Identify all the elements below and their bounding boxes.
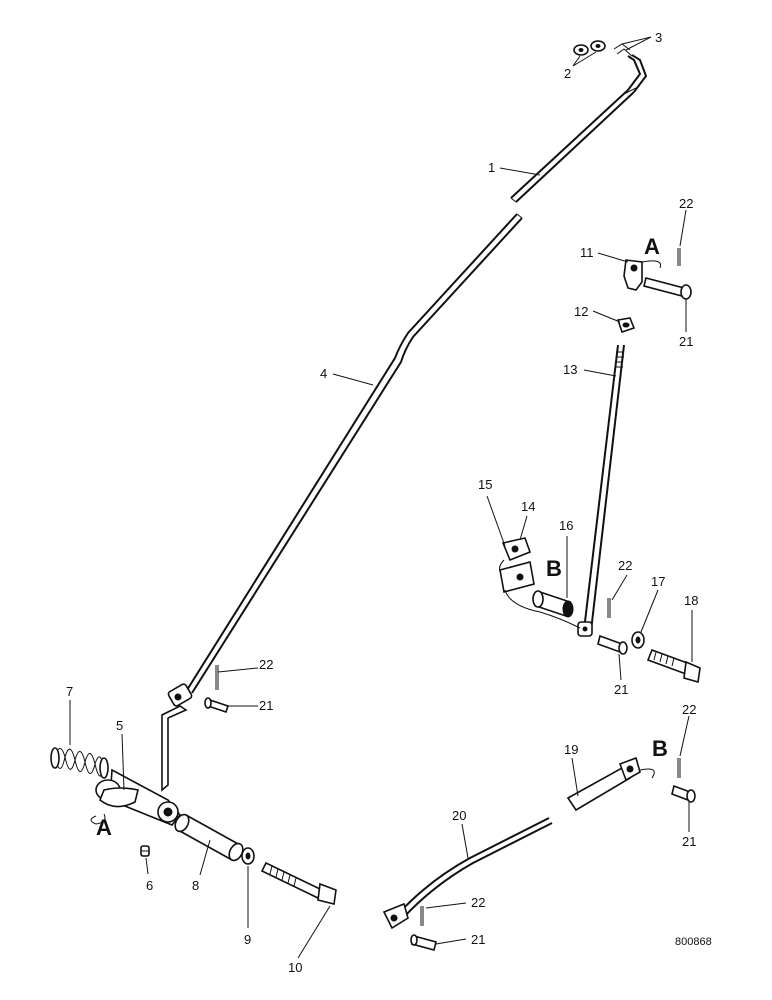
callout-18: 18 <box>684 593 698 608</box>
part-13-rod <box>577 344 625 637</box>
view-letter-a-lower: A <box>96 815 112 840</box>
callout-3: 3 <box>655 30 662 45</box>
callout-2: 2 <box>564 66 571 81</box>
part-16-bush <box>532 590 574 618</box>
callout-16: 16 <box>559 518 573 533</box>
part-22-splitpin-middle-right <box>607 598 611 618</box>
view-letter-b-lower: B <box>652 736 668 761</box>
part-21-pin-middle-right <box>597 634 628 655</box>
part-12-nut <box>616 317 636 334</box>
part-9-washer <box>241 847 255 865</box>
callout-22-middle-right: 22 <box>618 558 632 573</box>
leader-lines <box>69 36 693 959</box>
callout-20: 20 <box>452 808 466 823</box>
part-4-main-rod <box>186 213 523 694</box>
callout-1: 1 <box>488 160 495 175</box>
callout-12: 12 <box>574 304 588 319</box>
part-22-splitpin-lower-right <box>677 758 681 778</box>
callout-22-upper-right: 22 <box>679 196 693 211</box>
callout-21-upper-right: 21 <box>679 334 693 349</box>
drawing-code: 800868 <box>675 936 712 948</box>
callout-9: 9 <box>244 932 251 947</box>
callout-22-lower-right: 22 <box>682 702 696 717</box>
rod-4-clevis <box>167 683 193 707</box>
callout-22-pedal: 22 <box>259 657 273 672</box>
callout-19: 19 <box>564 742 578 757</box>
part-22-splitpin-upper-right <box>677 248 681 266</box>
part-22-splitpin-lower <box>420 906 424 926</box>
part-3-pins <box>613 43 633 57</box>
callout-11: 11 <box>580 245 594 260</box>
part-20-rod <box>382 817 553 930</box>
callout-5: 5 <box>116 718 123 733</box>
callout-7: 7 <box>66 684 73 699</box>
part-21-pin-lower <box>410 934 437 951</box>
callout-14: 14 <box>521 499 535 514</box>
callout-15: 15 <box>478 477 492 492</box>
part-21-pin-lower-right <box>671 784 696 803</box>
part-7-spring <box>50 747 109 779</box>
view-letter-a-upper: A <box>644 234 660 259</box>
callout-6: 6 <box>146 878 153 893</box>
part-6-nipple <box>140 845 150 857</box>
view-letter-b-middle: B <box>546 556 562 581</box>
callout-10: 10 <box>288 960 302 975</box>
part-8-bush <box>174 813 244 862</box>
callout-13: 13 <box>563 362 577 377</box>
callout-8: 8 <box>192 878 199 893</box>
callout-17: 17 <box>651 574 665 589</box>
part-17-washer <box>631 631 645 649</box>
part-18-bolt <box>646 648 701 684</box>
part-1-upper-rod <box>510 54 648 203</box>
callout-4: 4 <box>320 366 327 381</box>
part-10-bolt <box>260 861 337 905</box>
part-5-pedal-lever <box>90 705 188 826</box>
part-14-15-bracket <box>499 537 581 629</box>
part-11-clevis <box>623 259 662 291</box>
pedal-clevis-pin <box>204 665 230 714</box>
part-2-washers <box>573 40 606 56</box>
callout-21-pedal: 21 <box>259 698 273 713</box>
callout-22-lower: 22 <box>471 895 485 910</box>
callout-21-middle-right: 21 <box>614 682 628 697</box>
part-21-pin-upper-right <box>643 277 692 300</box>
callout-21-lower: 21 <box>471 932 485 947</box>
callout-21-lower-right: 21 <box>682 834 696 849</box>
part-19-rod-end <box>566 756 655 812</box>
